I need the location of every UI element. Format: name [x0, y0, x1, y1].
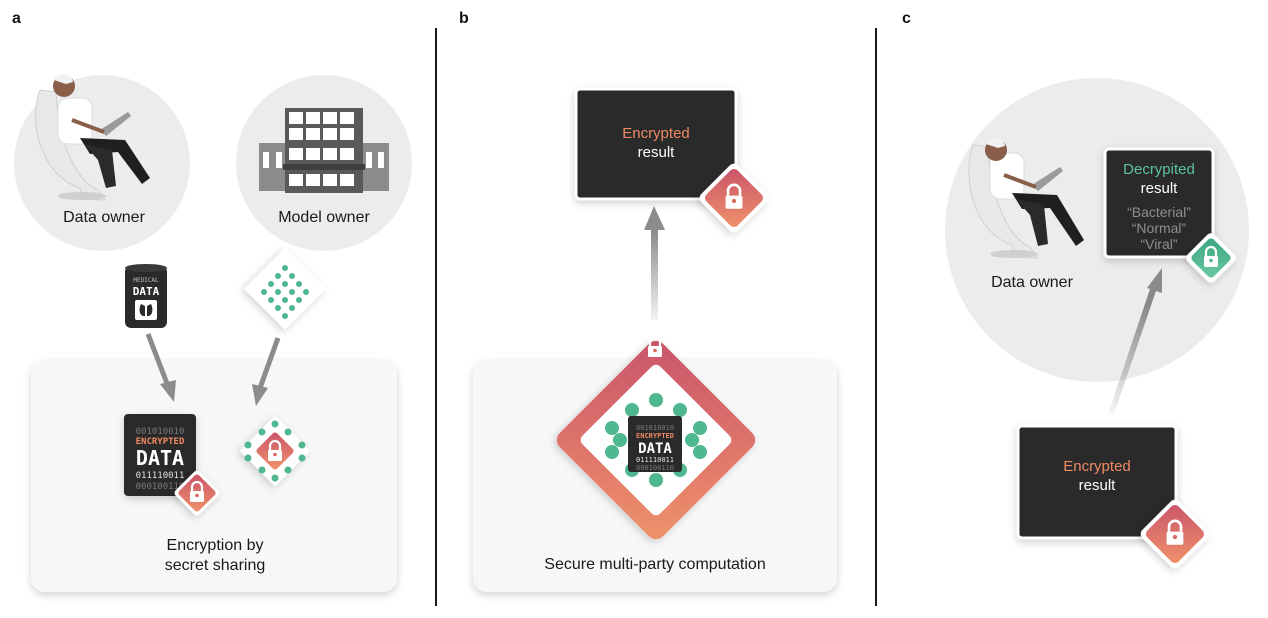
- caption-line-1: Encryption by: [166, 537, 264, 554]
- mpc-card-bits-mid: 011110011: [636, 456, 674, 464]
- model-owner-label: Model owner: [278, 209, 370, 226]
- decrypted-result-card: [1103, 147, 1215, 259]
- mpc-card-bits-bot: 000100110: [636, 464, 674, 472]
- person-in-chair-icon: [35, 74, 150, 201]
- model-network-icon: [243, 247, 327, 331]
- secret-sharing-box: [31, 360, 397, 592]
- medical-data-word: DATA: [133, 285, 160, 298]
- panel-c: [945, 78, 1249, 569]
- mpc-card-tag: ENCRYPTED: [636, 432, 674, 440]
- encrypted-result-subtitle: result: [1078, 477, 1116, 494]
- lock-icon: [1140, 499, 1210, 569]
- panel-b: 001010010 ENCRYPTED DATA 011110011 00010…: [473, 87, 837, 592]
- arrow-computation-to-result: [644, 206, 665, 320]
- encrypted-result-card: [1016, 424, 1178, 540]
- encrypted-card-bits-top: 001010010: [136, 427, 185, 437]
- encrypted-result-card: [574, 87, 738, 201]
- unlock-icon: [1186, 233, 1236, 283]
- encrypted-card-data-word: DATA: [136, 446, 184, 470]
- encrypted-card-tag: ENCRYPTED: [136, 437, 185, 447]
- lock-icon: [699, 163, 769, 233]
- medical-data-icon: [125, 264, 167, 328]
- encrypted-result-title: Encrypted: [622, 125, 690, 142]
- secure-computation-diamond: [556, 340, 756, 540]
- class-normal: “Normal”: [1131, 220, 1187, 236]
- lock-icon: [174, 470, 220, 516]
- panel-label-b: b: [459, 10, 469, 27]
- mpc-card-data-word: DATA: [638, 441, 672, 457]
- panel-label-c: c: [902, 10, 911, 27]
- encrypted-data-card: 001010010 ENCRYPTED DATA 011110011 00010…: [124, 414, 196, 496]
- caption-line-2: secret sharing: [164, 557, 266, 574]
- data-owner-label: Data owner: [991, 274, 1073, 291]
- encrypted-model-icon: [239, 415, 311, 487]
- encrypted-card-bits-bot: 000100110: [136, 482, 185, 492]
- panel-a: 001010010 ENCRYPTED DATA 011110011 00010…: [14, 74, 412, 592]
- decrypted-result-subtitle: result: [1140, 180, 1178, 197]
- data-owner-label: Data owner: [63, 209, 145, 226]
- building-icon: [259, 108, 389, 193]
- arrow-result-to-owner: [1108, 268, 1162, 414]
- arrow-data-to-encryption: [145, 333, 176, 402]
- decrypted-result-title: Decrypited: [1123, 161, 1195, 178]
- encrypted-result-subtitle: result: [637, 144, 675, 161]
- medical-tag: MEDICAL: [133, 277, 159, 284]
- panel-label-a: a: [12, 10, 21, 27]
- mpc-card-bits-top: 001010010: [636, 424, 674, 432]
- class-viral: “Viral”: [1140, 236, 1178, 252]
- mpc-caption: Secure multi-party computation: [544, 556, 766, 573]
- lock-icon: [646, 335, 664, 359]
- encrypted-result-title: Encrypted: [1063, 458, 1131, 475]
- arrow-model-to-encryption: [252, 337, 281, 406]
- person-in-chair-icon: [968, 138, 1084, 259]
- class-bacterial: “Bacterial”: [1127, 204, 1191, 220]
- encrypted-card-bits-mid: 011110011: [136, 471, 185, 481]
